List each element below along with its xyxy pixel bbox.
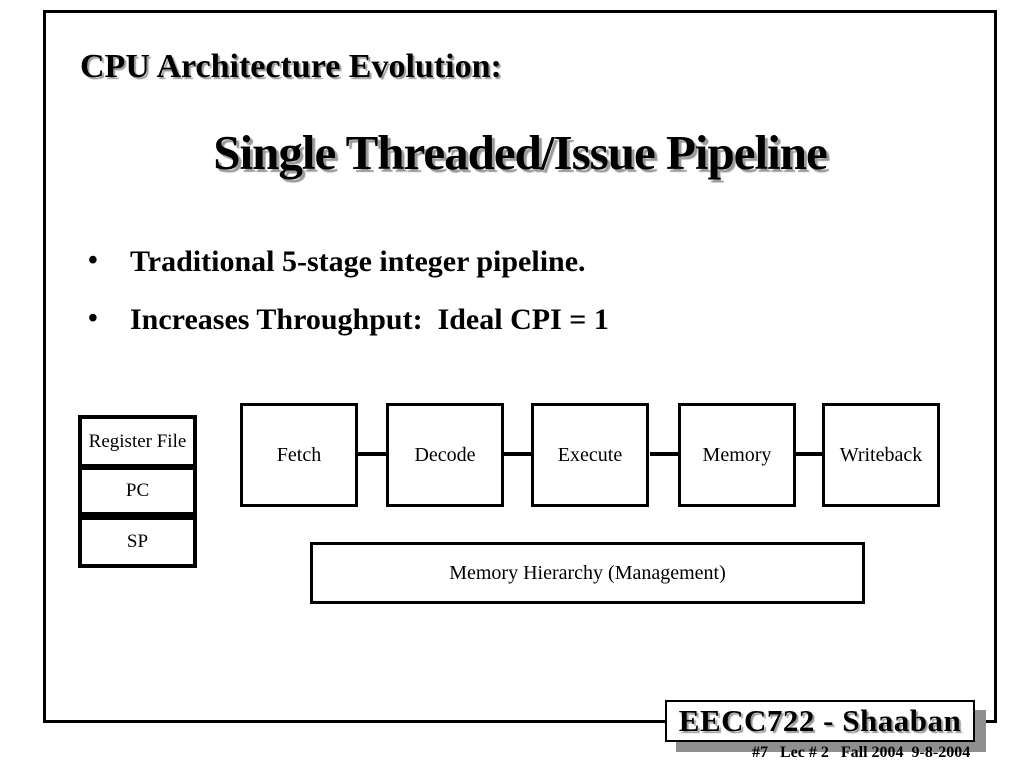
slide-border-frame <box>43 10 997 723</box>
bullet-item-1: • Traditional 5-stage integer pipeline. <box>88 245 586 279</box>
connector-memory-writeback <box>795 452 822 456</box>
stage-box-memory: Memory <box>678 403 796 507</box>
sp-box: SP <box>78 516 197 568</box>
course-badge: EECC722 - Shaaban <box>665 700 975 742</box>
bullet-dot: • <box>88 245 98 276</box>
connector-decode-execute <box>504 452 531 456</box>
lecture-info: #7 Lec # 2 Fall 2004 9-8-2004 <box>752 744 971 761</box>
register-file-box: Register File <box>78 415 197 468</box>
connector-fetch-decode <box>358 452 386 456</box>
stage-box-decode: Decode <box>386 403 504 507</box>
bullet-text-2: Increases Throughput: Ideal CPI = 1 <box>130 303 609 336</box>
page-title: Single Threaded/Issue Pipeline <box>213 125 827 180</box>
stage-box-fetch: Fetch <box>240 403 358 507</box>
stage-box-writeback: Writeback <box>822 403 940 507</box>
stage-box-execute: Execute <box>531 403 649 507</box>
bullet-dot: • <box>88 303 98 334</box>
slide-kicker: CPU Architecture Evolution: <box>80 48 502 85</box>
bullet-item-2: • Increases Throughput: Ideal CPI = 1 <box>88 303 609 337</box>
connector-execute-memory <box>650 452 678 456</box>
pc-box: PC <box>78 466 197 516</box>
memory-hierarchy-box: Memory Hierarchy (Management) <box>310 542 865 604</box>
bullet-text-1: Traditional 5-stage integer pipeline. <box>130 245 586 278</box>
